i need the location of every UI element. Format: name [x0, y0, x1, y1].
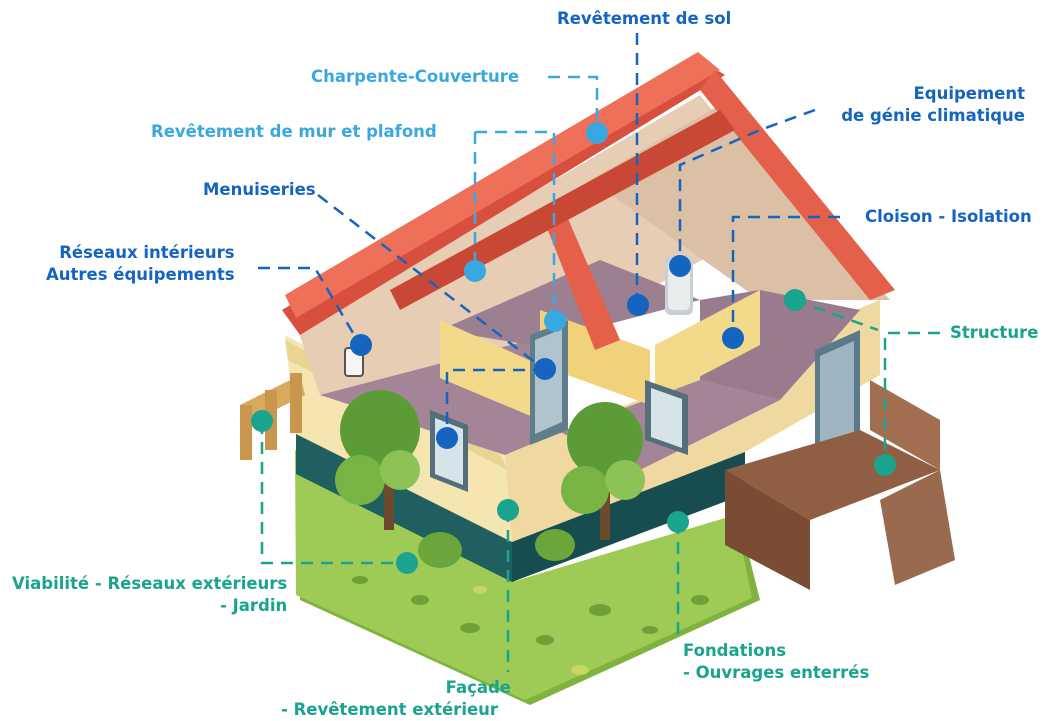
leader-mur-plafond	[475, 130, 556, 320]
label-mur-plafond: Revêtement de mur et plafond	[151, 122, 437, 141]
label-genie-line2: de génie climatique	[841, 106, 1025, 125]
dot-viabilite-fence	[251, 410, 273, 432]
label-cloison: Cloison - Isolation	[865, 207, 1032, 226]
label-fondations-line2: - Ouvrages enterrés	[683, 663, 870, 682]
leader-menuiseries	[317, 194, 546, 371]
label-facade: Façade - Revêtement extérieur	[281, 677, 521, 721]
deck	[725, 380, 955, 590]
label-charpente: Charpente-Couverture	[311, 67, 520, 86]
leader-cloison	[731, 215, 840, 338]
label-revetement-sol: Revêtement de sol	[557, 9, 732, 28]
label-viabilite-line2: - Jardin	[220, 596, 288, 615]
leader-structure-2	[794, 298, 879, 332]
interior-door	[530, 320, 568, 445]
dot-charpente	[586, 122, 608, 144]
leader-lines	[258, 33, 940, 672]
label-genie-line1: Equipement	[913, 84, 1025, 103]
leader-structure	[883, 331, 940, 464]
label-fondations-line1: Fondations	[683, 641, 787, 660]
dot-viabilite	[396, 552, 418, 574]
label-facade-line2: - Revêtement extérieur	[281, 700, 499, 719]
label-viabilite: Viabilité - Réseaux extérieurs - Jardin	[12, 573, 287, 617]
label-menuiseries: Menuiseries	[203, 180, 316, 199]
label-reseaux-line2: Autres équipements	[46, 265, 235, 284]
label-reseaux-line1: Réseaux intérieurs	[59, 243, 235, 262]
label-fondations: Fondations - Ouvrages enterrés	[683, 640, 869, 684]
dot-menuiseries-door	[534, 358, 556, 380]
dot-facade	[497, 499, 519, 521]
dot-menuiseries-window	[436, 427, 458, 449]
fence	[240, 373, 305, 460]
tree-right	[561, 402, 645, 540]
bushes	[418, 529, 575, 568]
callout-dots	[251, 122, 896, 574]
label-viabilite-line1: Viabilité - Réseaux extérieurs	[12, 574, 288, 593]
dot-structure-2	[874, 454, 896, 476]
tree-left	[335, 390, 420, 530]
dot-mur-plafond	[464, 260, 486, 282]
label-genie-climatique: Equipement de génie climatique	[841, 83, 1025, 127]
label-facade-line1: Façade	[445, 678, 511, 697]
windows	[430, 380, 688, 492]
dot-cloison	[722, 327, 744, 349]
roof	[282, 52, 895, 350]
dot-fondations	[667, 511, 689, 533]
leader-charpente	[548, 75, 599, 132]
front-door	[815, 330, 860, 460]
leader-menuiseries-2	[445, 368, 545, 438]
dot-structure	[784, 289, 806, 311]
leader-genie	[678, 108, 816, 265]
dot-reseaux	[350, 334, 372, 356]
dot-genie	[669, 255, 691, 277]
label-reseaux: Réseaux intérieurs Autres équipements	[46, 242, 235, 286]
dot-mur-plafond-2	[544, 310, 566, 332]
leader-viabilite	[260, 422, 407, 565]
label-structure: Structure	[950, 323, 1039, 342]
dot-revetement-sol	[627, 294, 649, 316]
